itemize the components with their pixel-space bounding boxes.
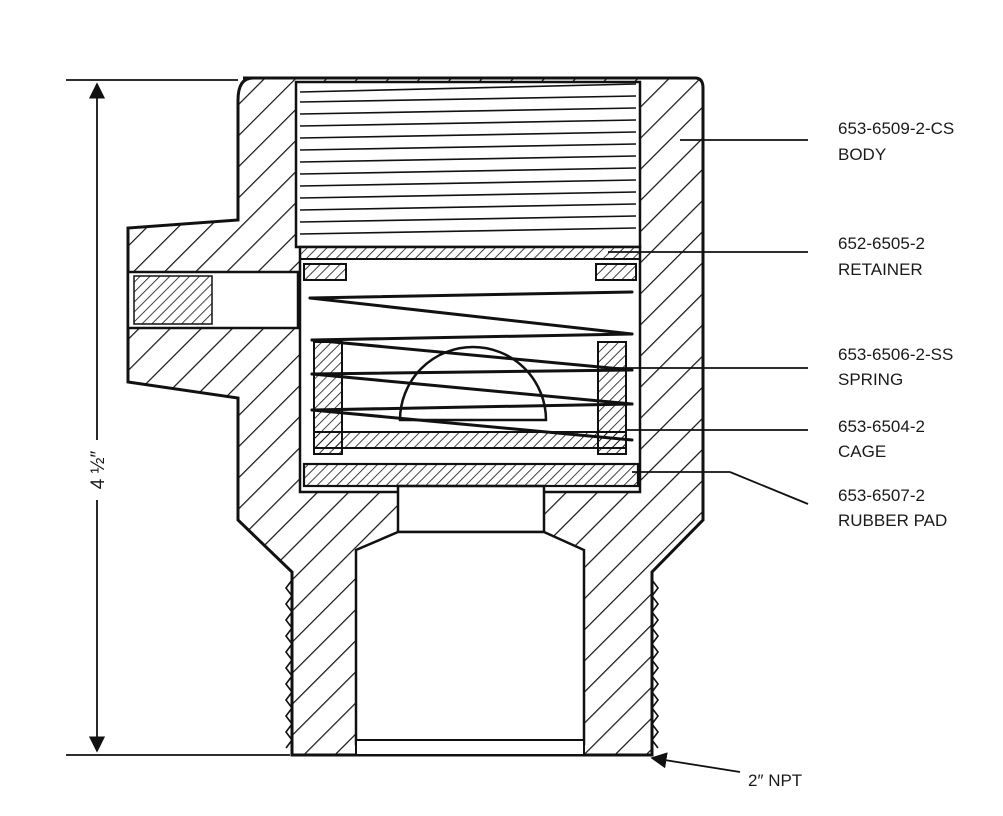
rubber-pad — [302, 462, 640, 488]
callout-rubber-pad-name: RUBBER PAD — [838, 511, 947, 530]
retainer — [299, 246, 641, 281]
callout-retainer-name: RETAINER — [838, 260, 923, 279]
callout-cage-name: CAGE — [838, 442, 886, 461]
callout-spring-name: SPRING — [838, 370, 903, 389]
callout-spring: 653-6506-2-SS SPRING — [838, 345, 953, 389]
callout-retainer-part: 652-6505-2 — [838, 234, 925, 253]
callout-leaders — [608, 139, 809, 773]
callout-body-name: BODY — [838, 145, 886, 164]
callout-rubber-pad-part: 653-6507-2 — [838, 486, 925, 505]
callout-cage-part: 653-6504-2 — [838, 417, 925, 436]
height-dimension — [66, 79, 290, 756]
callout-spring-part: 653-6506-2-SS — [838, 345, 953, 364]
spring — [308, 290, 634, 442]
height-dimension-label: 4 ½″ — [88, 451, 109, 490]
callout-cage: 653-6504-2 CAGE — [838, 417, 925, 461]
callout-retainer: 652-6505-2 RETAINER — [838, 234, 925, 279]
cage — [313, 341, 627, 455]
callout-body: 653-6509-2-CS BODY — [838, 119, 954, 164]
internal-threads — [299, 83, 637, 235]
external-threads — [285, 579, 659, 749]
connection-size-label: 2″ NPT — [748, 771, 802, 790]
callout-rubber-pad: 653-6507-2 RUBBER PAD — [838, 486, 947, 530]
ball — [398, 345, 548, 422]
callout-body-part: 653-6509-2-CS — [838, 119, 954, 138]
